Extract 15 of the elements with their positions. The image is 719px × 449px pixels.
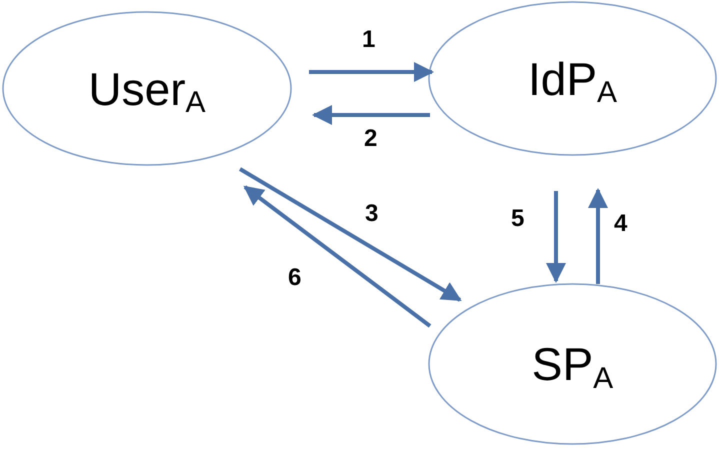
arrow [238, 167, 462, 302]
arrow [546, 191, 566, 283]
edge-label: 2 [364, 127, 378, 151]
node-label: SP$_{A}$ [532, 341, 614, 387]
edge-label: 6 [288, 266, 302, 290]
edge-label: 1 [362, 28, 376, 52]
edge-label: 5 [511, 207, 524, 231]
node-label: User$_{A}$ [88, 66, 206, 112]
edge-label: 4 [614, 212, 628, 236]
arrow [588, 188, 608, 284]
node-label: IdP$_{A}$ [528, 56, 618, 102]
arrow [309, 62, 434, 82]
edge-label: 3 [365, 202, 378, 226]
arrow [243, 185, 432, 328]
arrow [312, 105, 430, 125]
